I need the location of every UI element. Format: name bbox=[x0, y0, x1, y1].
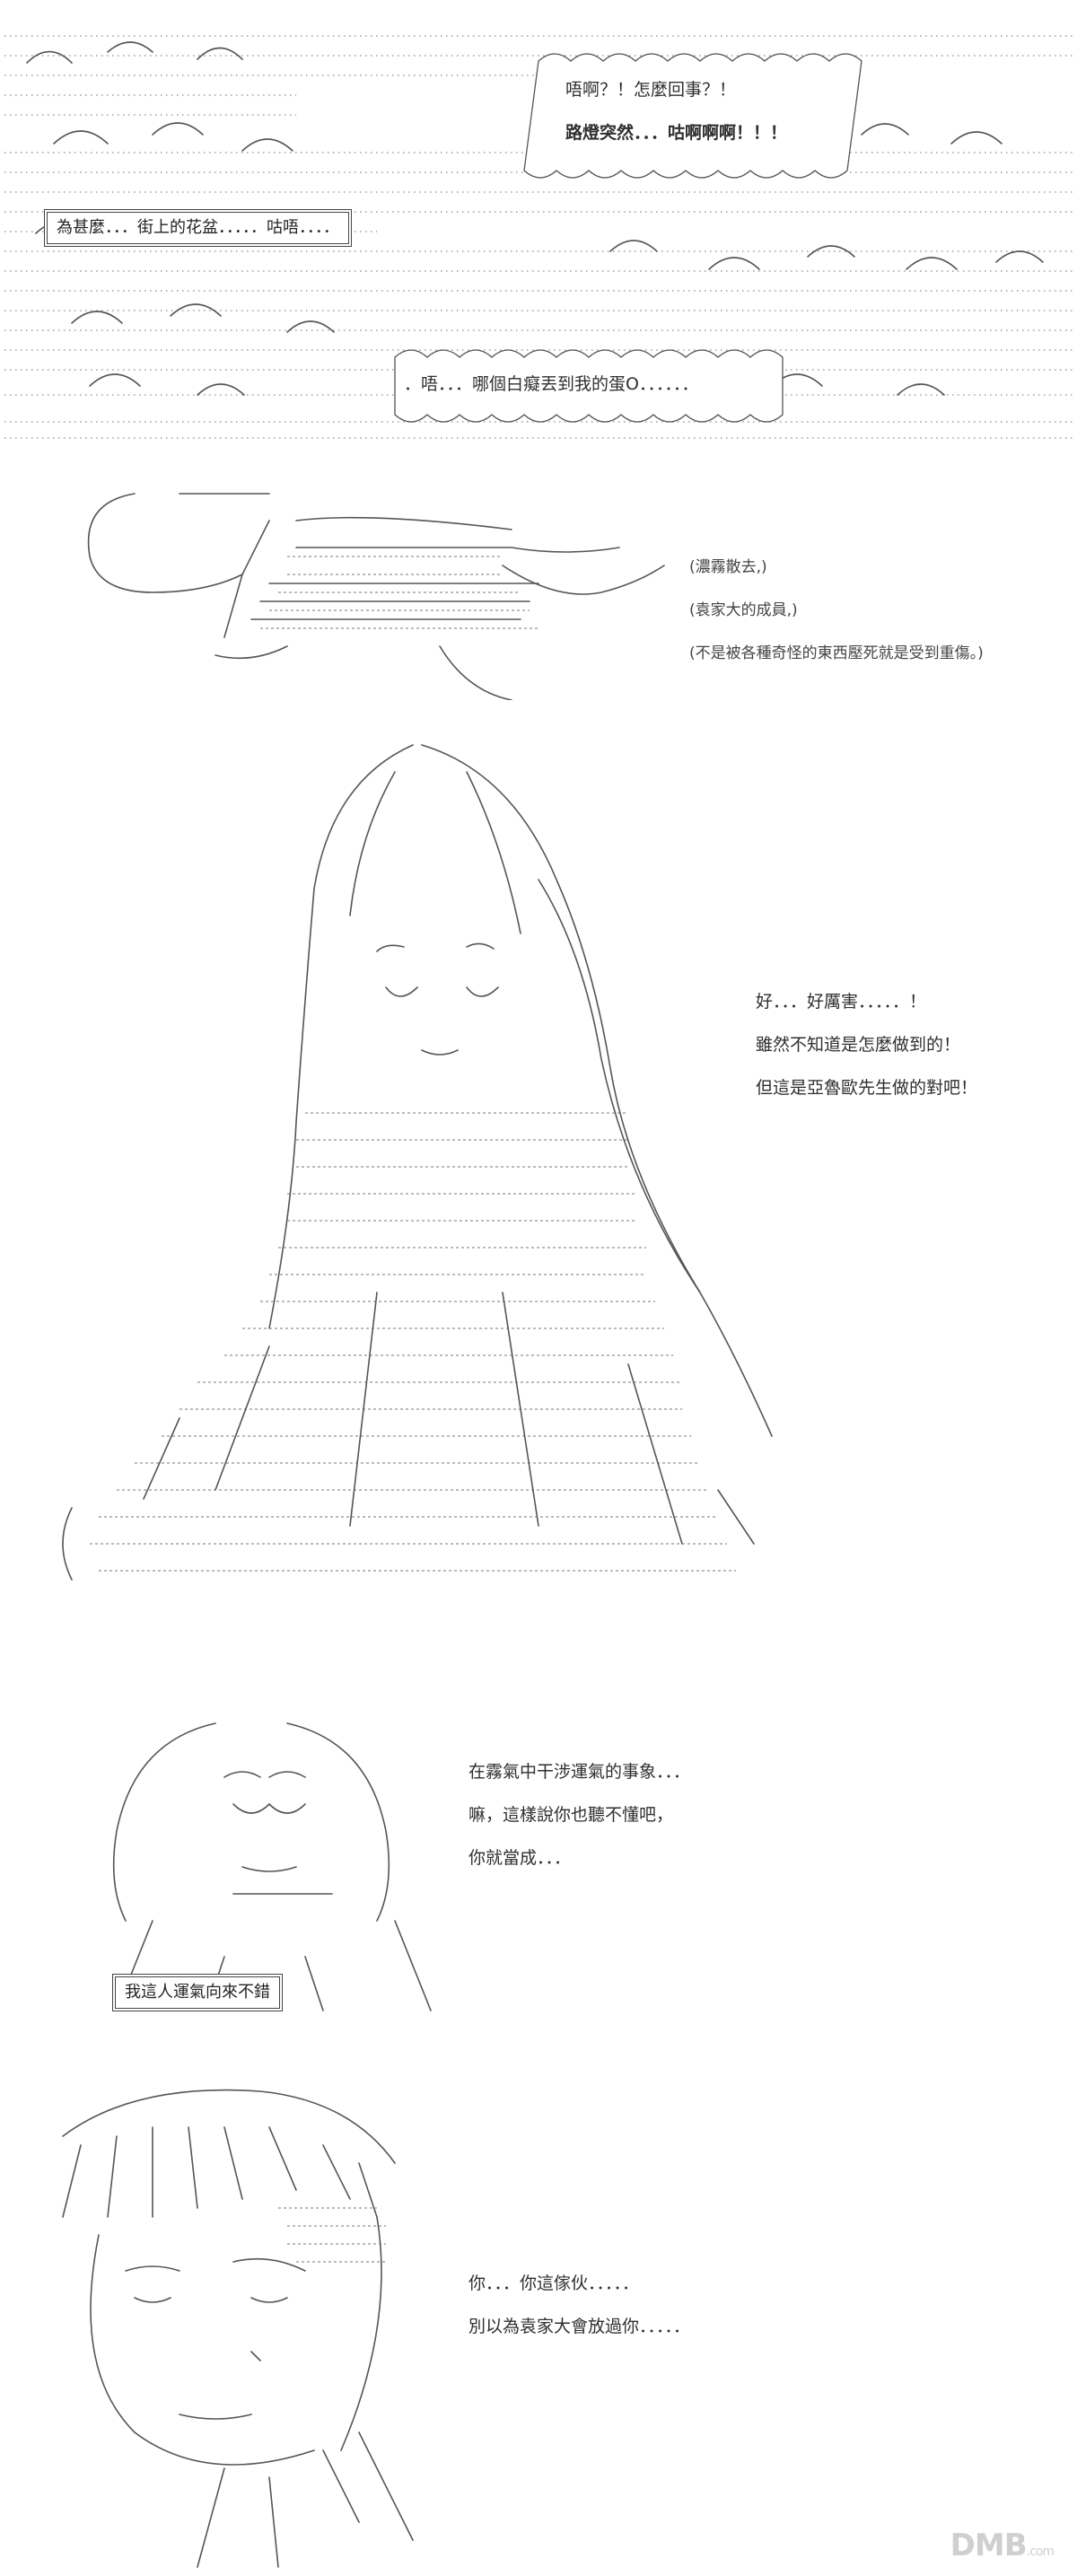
speech-bubble-top bbox=[523, 53, 862, 179]
panel-girl: 好．．．好厲害．．．．．！ 雖然不知道是怎麼做到的！ 但這是亞魯歐先生做的對吧！ bbox=[0, 718, 1077, 1669]
fog-lines bbox=[260, 556, 538, 629]
crowd-ascii-art bbox=[4, 35, 1073, 439]
girl-dress-folds bbox=[62, 1292, 755, 1581]
narration-box-flowerpot: 為甚麼．．．街上的花盆．．．．．咕唔．．．． bbox=[47, 212, 349, 244]
speech-bubble-bottom bbox=[394, 349, 784, 423]
site-watermark: DMB.com bbox=[950, 2528, 1055, 2563]
bubble-bottom-line: ．唔．．．哪個白癡丟到我的蛋О．．．．．． bbox=[404, 374, 699, 394]
man-face bbox=[90, 2216, 382, 2466]
watermark-suffix: .com bbox=[1026, 2545, 1055, 2559]
panel-threat: 你．．．你這傢伙．．．．． 別以為袁家大會放過你．．．．． bbox=[0, 2055, 1077, 2576]
narration-box-luck: 我這人運氣向來不錯 bbox=[115, 1976, 280, 2009]
lucky-line3: 你就當成．．． bbox=[468, 1848, 572, 1868]
man-ascii-art bbox=[62, 2089, 414, 2568]
character-ascii-art bbox=[112, 1722, 432, 2011]
character-head bbox=[112, 1722, 432, 2011]
man-shading bbox=[278, 2207, 386, 2263]
girl-line2: 雖然不知道是怎麼做到的！ bbox=[756, 1035, 961, 1055]
threat-line2: 別以為袁家大會放過你．．．．． bbox=[468, 2317, 691, 2336]
man-hair bbox=[62, 2089, 396, 2218]
lucky-line2: 嘛，這樣說你也聽不懂吧， bbox=[468, 1805, 674, 1825]
fog-ascii-art bbox=[87, 493, 665, 700]
fog-shapes bbox=[87, 493, 665, 700]
panel-lucky: 在霧氣中干涉運氣的事象．．． 嘛，這樣說你也聽不懂吧， 你就當成．．． 我這人運… bbox=[0, 1687, 1077, 2046]
narration-fog-line3: (不是被各種奇怪的東西壓死就是受到重傷。) bbox=[689, 644, 984, 662]
girl-hair bbox=[268, 744, 773, 1437]
threat-line1: 你．．．你這傢伙．．．．． bbox=[468, 2274, 640, 2293]
bubble-top-line2: 路燈突然．．．咕啊啊啊！！！ bbox=[565, 123, 788, 143]
narration-fog-line2: (袁家大的成員,) bbox=[689, 601, 798, 619]
bubble-top-line1: 唔啊？！怎麼回事？！ bbox=[565, 80, 737, 100]
girl-line3: 但這是亞魯歐先生做的對吧！ bbox=[756, 1078, 978, 1098]
girl-face bbox=[376, 942, 499, 1056]
girl-body-lines bbox=[90, 1112, 736, 1572]
narration-fog-line1: (濃霧散去,) bbox=[689, 558, 767, 576]
lucky-line1: 在霧氣中干涉運氣的事象．．． bbox=[468, 1762, 691, 1782]
panel-fog: (濃霧散去,) (袁家大的成員,) (不是被各種奇怪的東西壓死就是受到重傷。) bbox=[0, 467, 1077, 700]
panel-crowd: 為甚麼．．．街上的花盆．．．．．咕唔．．．． 唔啊？！怎麼回事？！ 路燈突然．．… bbox=[0, 0, 1077, 449]
watermark-brand: DMB bbox=[950, 2528, 1028, 2563]
girl-ascii-art bbox=[62, 744, 773, 1581]
man-neck bbox=[197, 2431, 414, 2568]
girl-line1: 好．．．好厲害．．．．．！ bbox=[756, 992, 927, 1012]
